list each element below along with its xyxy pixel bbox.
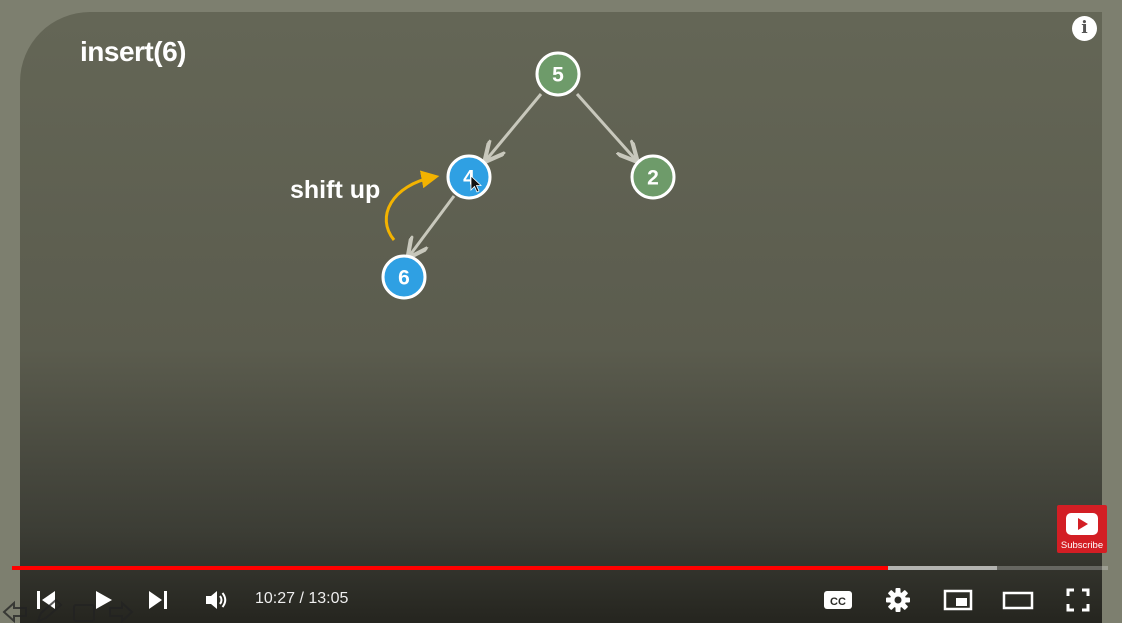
annotation-toolbar: [2, 598, 134, 623]
back-arrow-icon: [2, 600, 27, 623]
video-frame[interactable]: insert(6) shift up 5 4: [20, 12, 1102, 623]
theater-mode-icon: [1002, 591, 1034, 610]
theater-mode-button[interactable]: [1000, 583, 1036, 617]
fullscreen-button[interactable]: [1060, 583, 1096, 617]
miniplayer-icon: [943, 589, 973, 611]
heap-diagram: shift up 5 4 2 6: [290, 51, 676, 300]
subscribe-button[interactable]: Subscribe: [1057, 505, 1107, 553]
node-6: 6: [381, 254, 427, 300]
miniplayer-button[interactable]: [940, 583, 976, 617]
closed-captions-icon: CC: [824, 591, 852, 609]
youtube-logo-icon: [1066, 513, 1098, 535]
notes-icon: [73, 604, 95, 622]
subscribe-label: Subscribe: [1060, 540, 1104, 551]
node-4: 4: [446, 154, 492, 200]
node-2: 2: [630, 154, 676, 200]
shift-up-arrow: [384, 170, 440, 241]
pencil-icon: [36, 598, 63, 623]
gear-icon: [886, 588, 910, 612]
fullscreen-icon: [1066, 588, 1090, 612]
svg-text:5: 5: [552, 64, 564, 87]
time-display: 10:27 / 13:05: [255, 590, 349, 607]
play-icon: [96, 591, 112, 609]
svg-text:2: 2: [647, 167, 659, 190]
progress-bar[interactable]: [12, 566, 1108, 570]
next-button[interactable]: [140, 583, 176, 617]
edge-4-6: [410, 195, 456, 255]
mouse-cursor-icon: [470, 175, 483, 193]
edge-5-4: [487, 93, 543, 159]
volume-button[interactable]: [199, 583, 235, 617]
settings-button[interactable]: [880, 583, 916, 617]
info-icon[interactable]: i: [1072, 16, 1097, 41]
slide-title: insert(6): [80, 36, 186, 67]
play-button[interactable]: [85, 583, 121, 617]
svg-text:CC: CC: [830, 596, 846, 608]
skip-next-icon: [149, 591, 167, 609]
node-5: 5: [535, 51, 581, 97]
played-bar: [12, 566, 888, 570]
control-bar: 10:27 / 13:05 CC: [0, 575, 1122, 623]
volume-icon: [206, 591, 227, 609]
svg-text:6: 6: [398, 267, 410, 290]
forward-arrow-icon: [109, 600, 134, 623]
captions-button[interactable]: CC: [820, 583, 856, 617]
shift-up-label: shift up: [290, 176, 380, 204]
edge-5-2: [575, 93, 635, 159]
